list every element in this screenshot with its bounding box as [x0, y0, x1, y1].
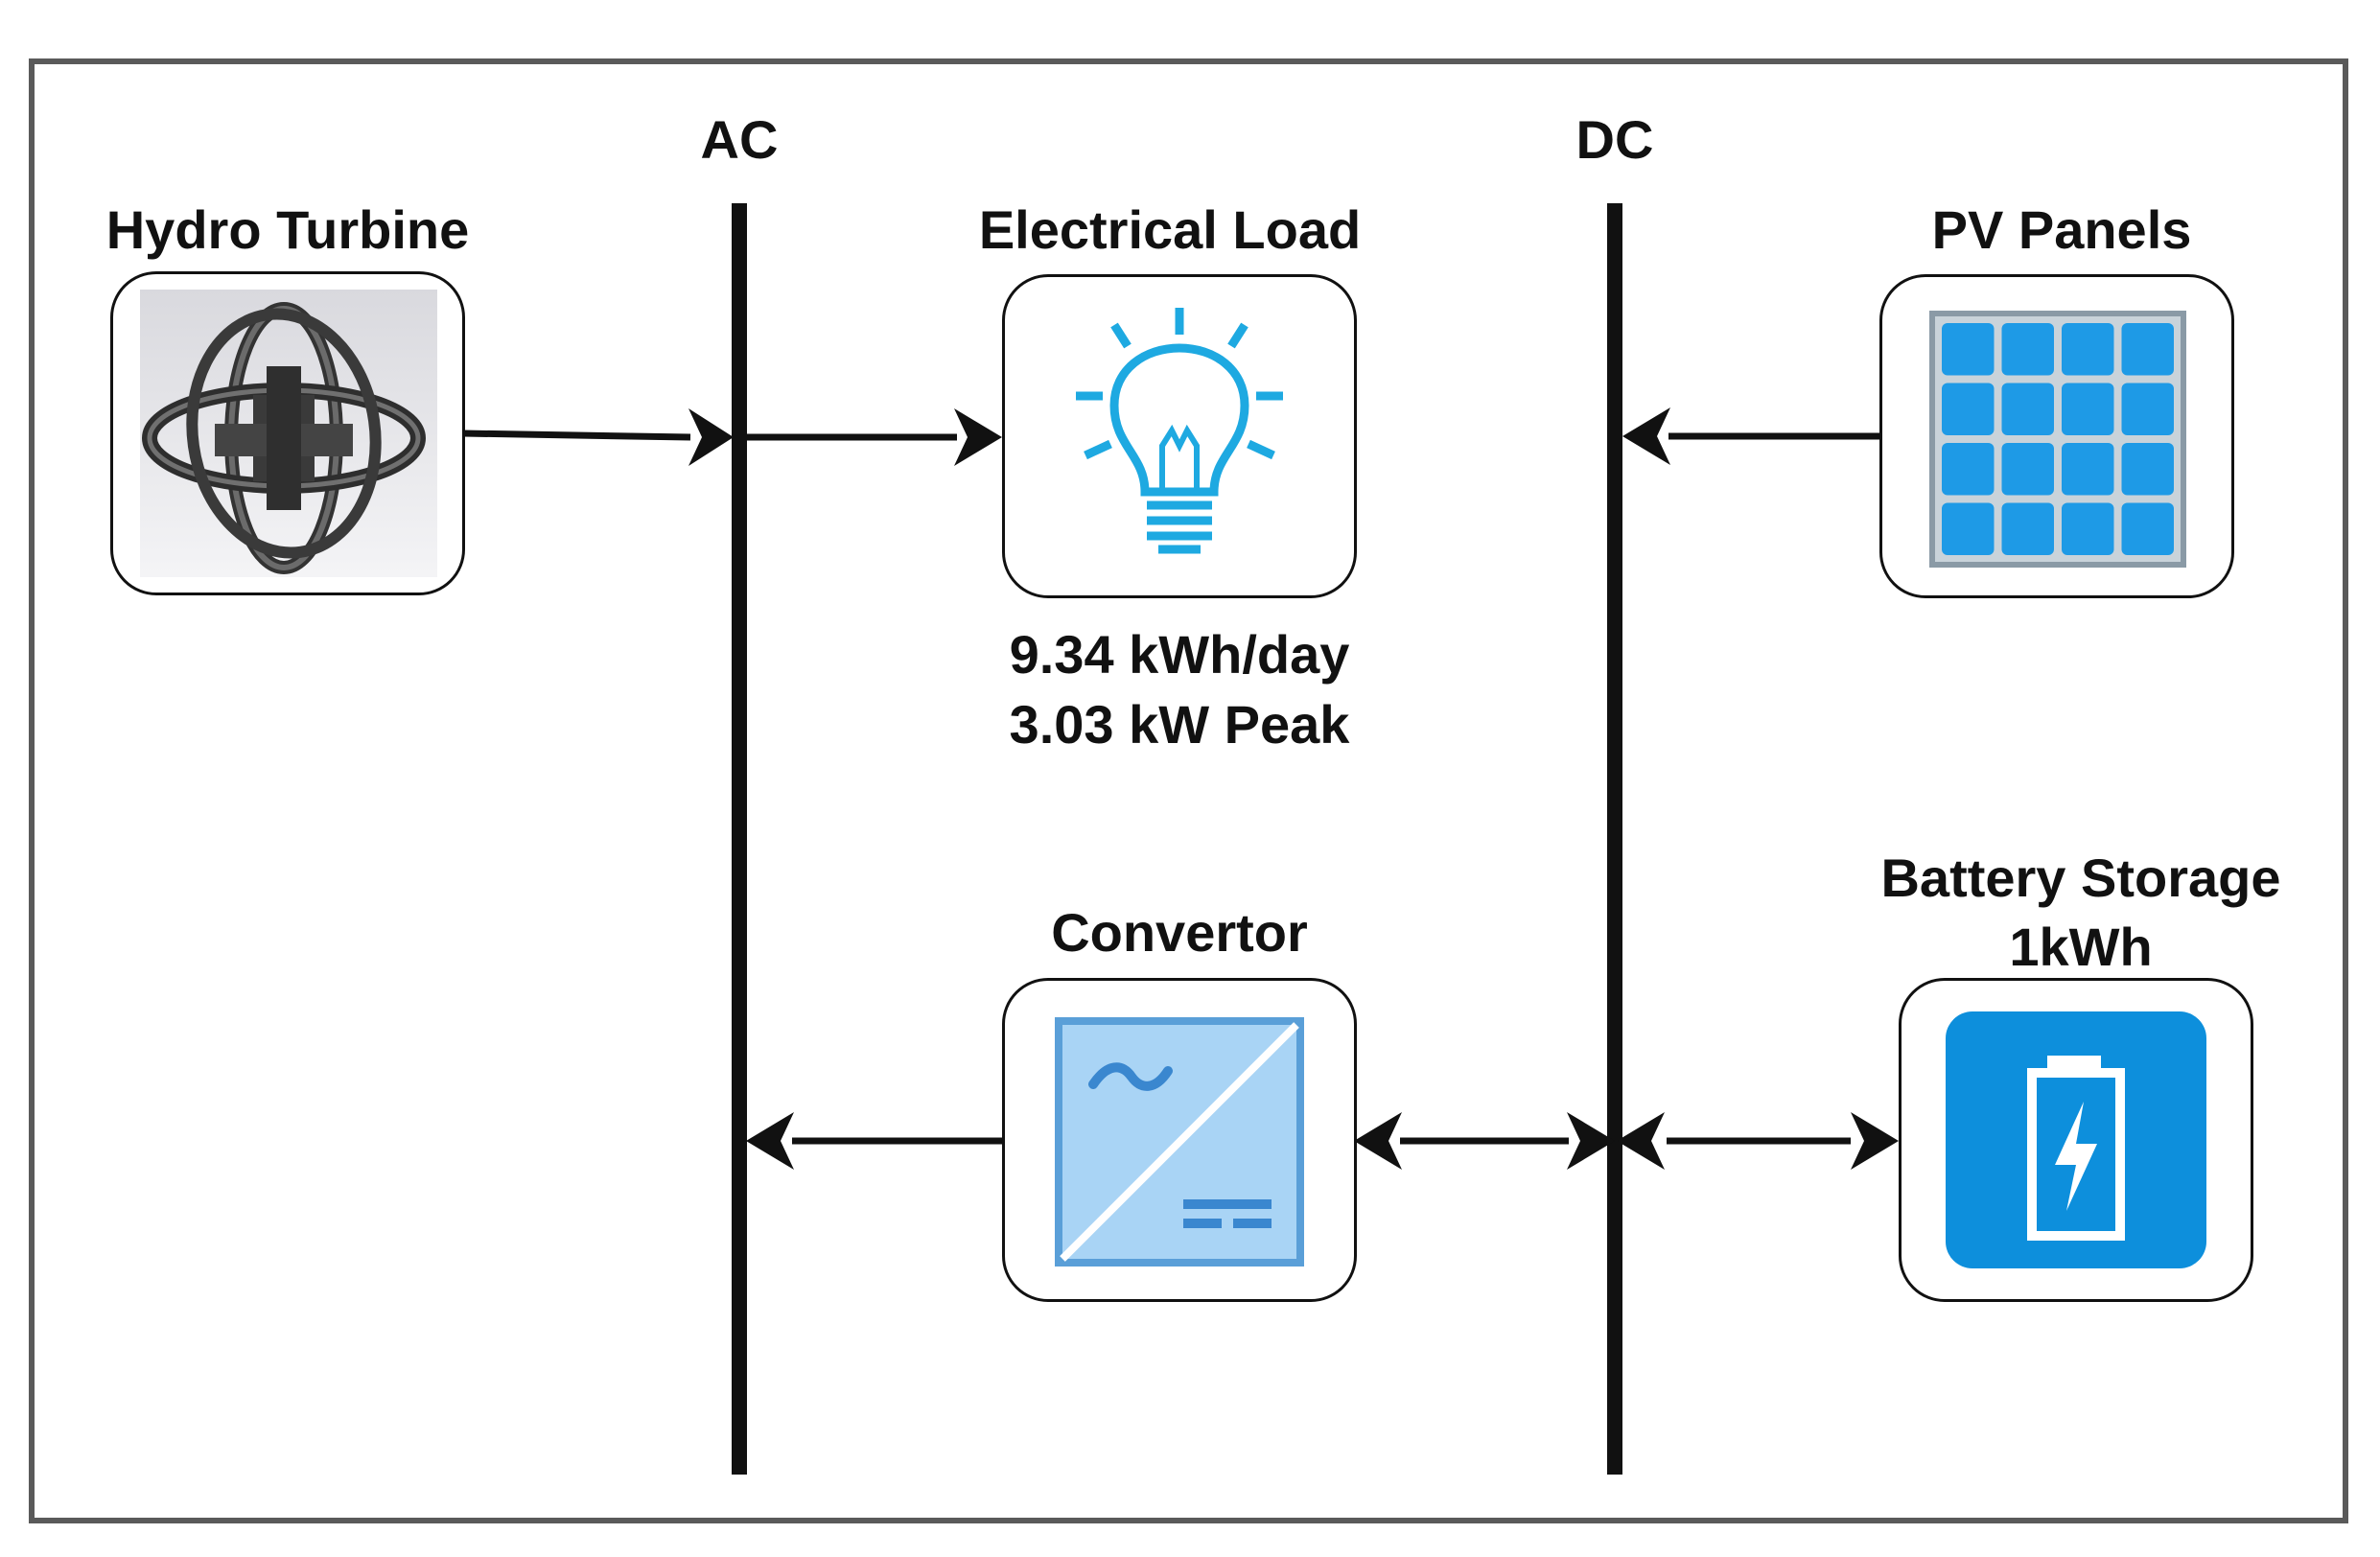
- pv-cell: [2062, 383, 2114, 435]
- load-energy-value: 9.34 kWh/day: [1009, 624, 1350, 685]
- pv-cell: [2121, 323, 2174, 376]
- load-peak-value: 3.03 kW Peak: [1009, 694, 1350, 755]
- outer-frame: [29, 58, 2348, 1523]
- battery-charging-icon: [1946, 1011, 2206, 1268]
- ac-bus-label: AC: [700, 109, 779, 170]
- electrical-load-box: [1002, 274, 1357, 598]
- electrical-load-label: Electrical Load: [978, 199, 1362, 260]
- pv-cell: [2062, 323, 2114, 376]
- lightbulb-icon: [1076, 308, 1283, 554]
- battery-capacity-value: 1kWh: [2009, 917, 2153, 977]
- pv-panels-box: [1879, 274, 2234, 598]
- pv-cell: [2062, 502, 2114, 555]
- pv-cell: [1942, 502, 1995, 555]
- pv-cell: [2121, 383, 2174, 435]
- convertor-box: [1002, 978, 1357, 1302]
- arrow-convertor-dc-bidirectional: [1354, 1112, 1615, 1170]
- hydro-turbine-box: [110, 271, 465, 595]
- battery-storage-label: Battery Storage: [1880, 848, 2281, 908]
- pv-cell: [2001, 383, 2054, 435]
- ac-dc-converter-icon: [1055, 1017, 1304, 1267]
- pv-cell: [2062, 443, 2114, 496]
- pv-cell: [1942, 443, 1995, 496]
- hydro-turbine-icon: [140, 290, 437, 577]
- dc-bus-label: DC: [1575, 109, 1654, 170]
- arrow-ac-to-load: [739, 408, 1002, 466]
- pv-cell: [2001, 502, 2054, 555]
- hydro-turbine-label: Hydro Turbine: [105, 199, 470, 260]
- arrow-hydro-to-ac: [462, 408, 734, 466]
- solar-panel-icon: [1929, 311, 2186, 568]
- pv-panels-label: PV Panels: [1931, 199, 2192, 260]
- pv-cell: [2121, 443, 2174, 496]
- convertor-label: Convertor: [1051, 902, 1308, 963]
- pv-cell: [2001, 323, 2054, 376]
- pv-cell: [1942, 383, 1995, 435]
- arrow-pv-to-dc: [1622, 407, 1881, 465]
- arrow-dc-battery-bidirectional: [1617, 1112, 1899, 1170]
- battery-storage-box: [1899, 978, 2253, 1302]
- arrow-convertor-to-ac: [746, 1112, 1003, 1170]
- pv-cell: [2121, 502, 2174, 555]
- pv-cell: [1942, 323, 1995, 376]
- pv-cell: [2001, 443, 2054, 496]
